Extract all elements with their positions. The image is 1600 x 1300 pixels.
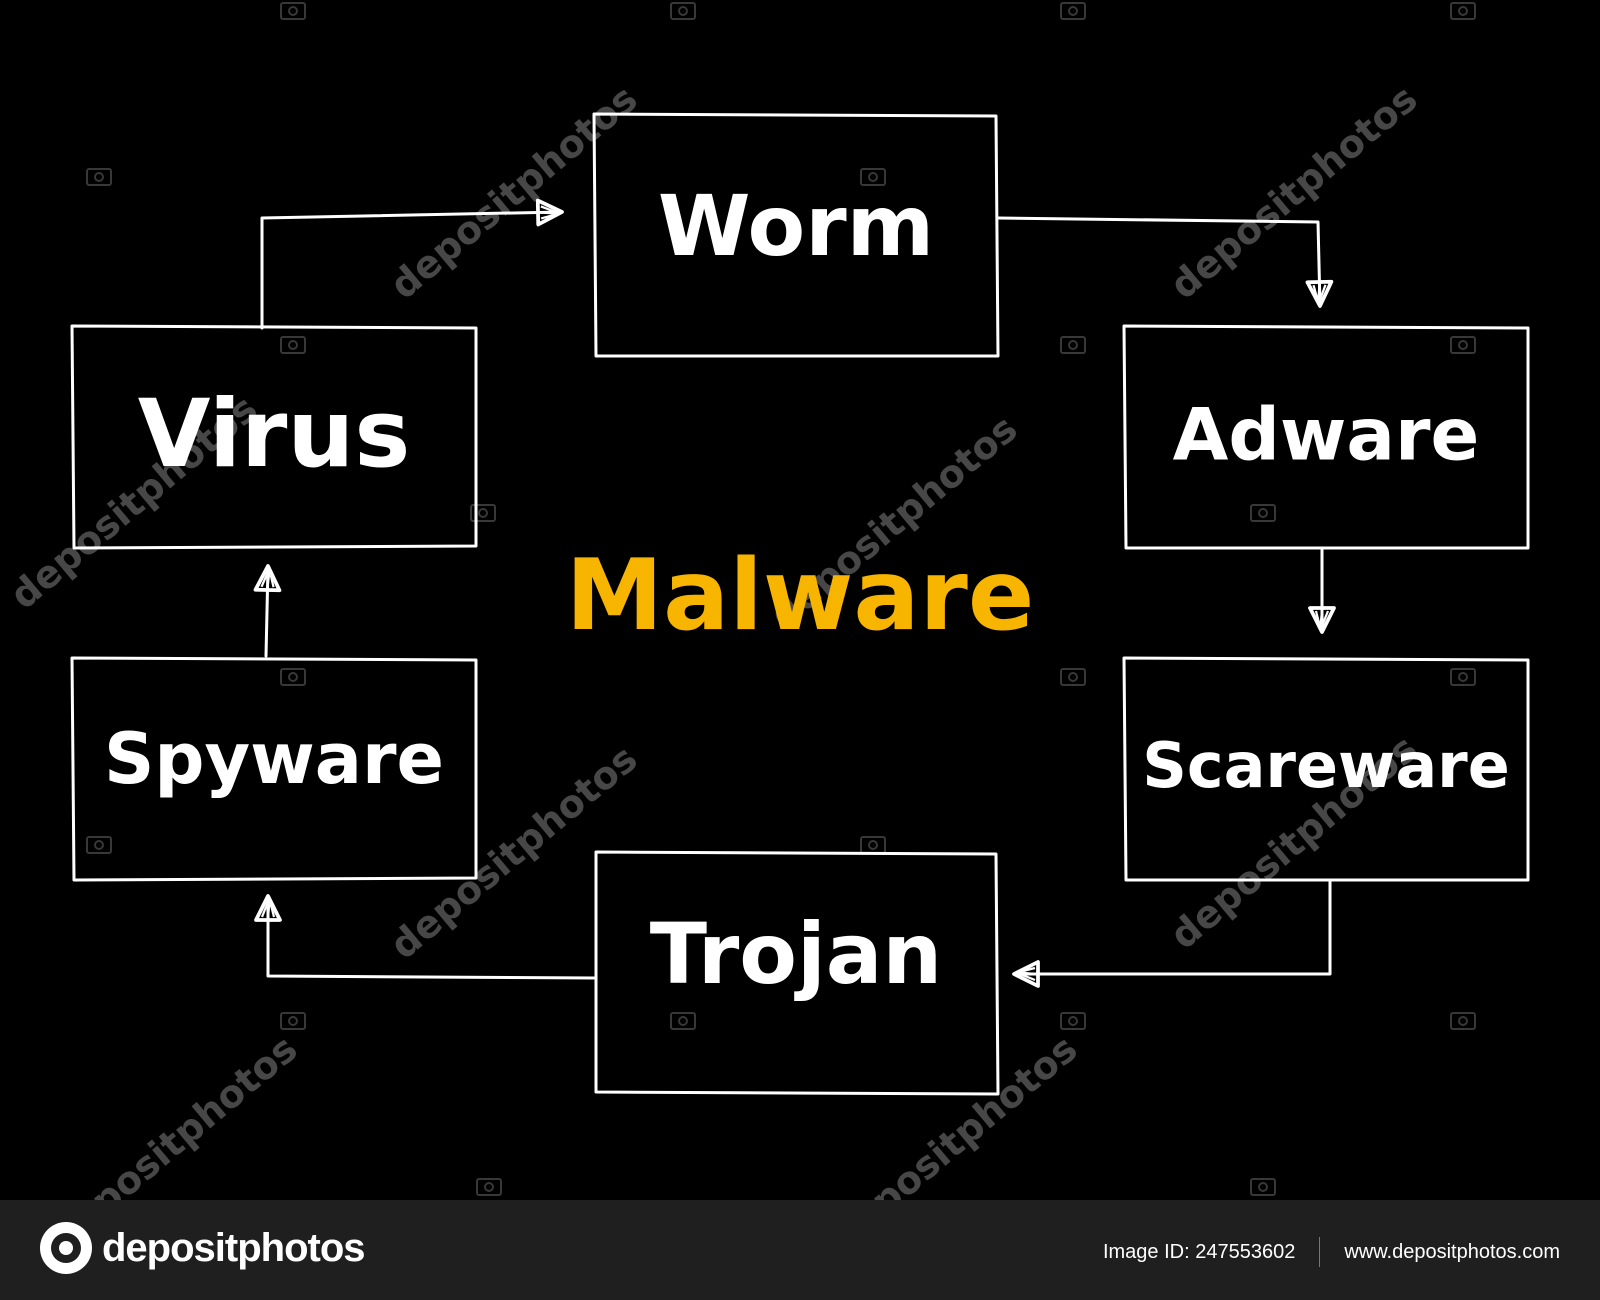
- edge-spyware-virus: [253, 564, 282, 658]
- brand-logo[interactable]: depositphotos: [40, 1222, 366, 1274]
- camera-icon: [476, 1178, 502, 1196]
- camera-icon: [1060, 668, 1086, 686]
- camera-icon: [1450, 2, 1476, 20]
- node-label-worm: Worm: [658, 177, 934, 275]
- camera-icon: [1060, 336, 1086, 354]
- edge-scareware-trojan: [1012, 880, 1332, 988]
- camera-icon: [670, 2, 696, 20]
- camera-icon: [280, 668, 306, 686]
- node-box-trojan: [594, 850, 1000, 1096]
- camera-icon: [1450, 1012, 1476, 1030]
- camera-icon: [860, 168, 886, 186]
- camera-icon: [86, 836, 112, 854]
- node-box-worm: [592, 112, 1000, 358]
- camera-icon: [1250, 504, 1276, 522]
- node-box-adware: [1122, 324, 1530, 550]
- camera-icon: [470, 504, 496, 522]
- node-label-virus: Virus: [138, 380, 411, 489]
- camera-icon: [280, 336, 306, 354]
- camera-icon: [280, 2, 306, 20]
- camera-icon: [1060, 1012, 1086, 1030]
- camera-logo-icon: [40, 1222, 92, 1274]
- node-box-scareware: [1122, 656, 1530, 882]
- node-box-virus: [70, 324, 478, 550]
- camera-icon: [1250, 1178, 1276, 1196]
- camera-icon: [1450, 336, 1476, 354]
- edge-trojan-spyware: [254, 894, 596, 980]
- node-label-scareware: Scareware: [1142, 729, 1510, 802]
- center-topic: Malware: [566, 539, 1035, 653]
- image-id: Image ID: 247553602: [1102, 1240, 1296, 1263]
- camera-icon: [86, 168, 112, 186]
- meta-divider: [1319, 1237, 1321, 1267]
- site-url[interactable]: www.depositphotos.com: [1344, 1240, 1560, 1263]
- camera-icon: [670, 1012, 696, 1030]
- camera-icon: [280, 1012, 306, 1030]
- camera-icon: [1450, 668, 1476, 686]
- flow-diagram: Worm Adware Scareware Trojan Spyware Vir…: [70, 112, 1530, 1096]
- node-label-adware: Adware: [1173, 393, 1480, 477]
- edge-virus-worm: [260, 198, 564, 330]
- camera-icon: [1060, 2, 1086, 20]
- edge-worm-adware: [996, 216, 1334, 308]
- node-box-spyware: [70, 656, 478, 882]
- logo-text: depositphotos: [102, 1225, 366, 1270]
- node-label-trojan: Trojan: [650, 905, 942, 1003]
- image-meta: Image ID: 247553602 www.depositphotos.co…: [1103, 1237, 1560, 1267]
- diagram-canvas: depositphotos depositphotos depositphoto…: [1, 2, 1530, 1200]
- node-label-spyware: Spyware: [104, 718, 444, 800]
- footer-bar: depositphotos Image ID: 247553602 www.de…: [0, 1200, 1600, 1300]
